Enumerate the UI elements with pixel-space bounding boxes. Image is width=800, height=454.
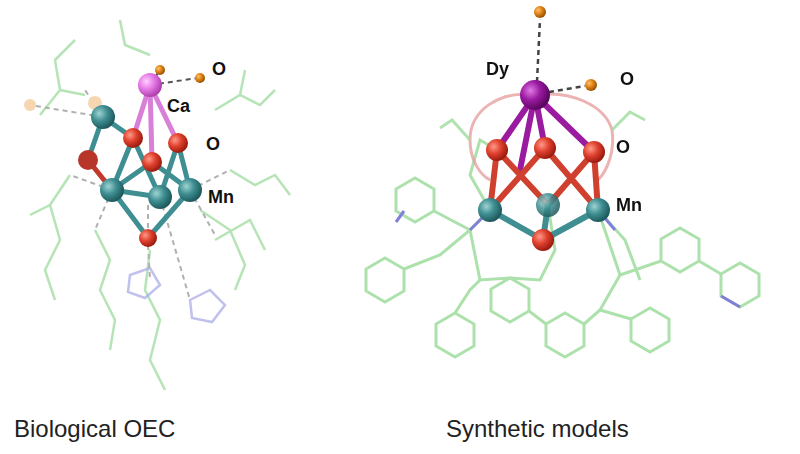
atom-label: O xyxy=(614,138,632,158)
atom-label: O xyxy=(618,70,636,90)
panel-caption: Synthetic models xyxy=(444,416,631,442)
protein-ligands xyxy=(30,20,290,390)
atom-label: O xyxy=(204,135,222,155)
model-atoms xyxy=(478,6,610,251)
model-bonds xyxy=(490,95,598,240)
pyridine-nitrogen xyxy=(396,210,740,307)
oec-atoms xyxy=(78,65,205,247)
atom-label: Mn xyxy=(614,196,644,216)
atom-label: O xyxy=(210,60,228,80)
histidine-ring xyxy=(128,268,225,322)
ligand-framework xyxy=(366,140,759,357)
coordination-dashes xyxy=(30,70,230,300)
atom-label: Ca xyxy=(165,97,192,117)
atom-label: Mn xyxy=(206,188,236,208)
panel-caption: Biological OEC xyxy=(12,416,177,442)
atom-label: Dy xyxy=(484,60,511,80)
dy-dashes xyxy=(537,19,585,92)
pale-atoms xyxy=(24,96,102,111)
